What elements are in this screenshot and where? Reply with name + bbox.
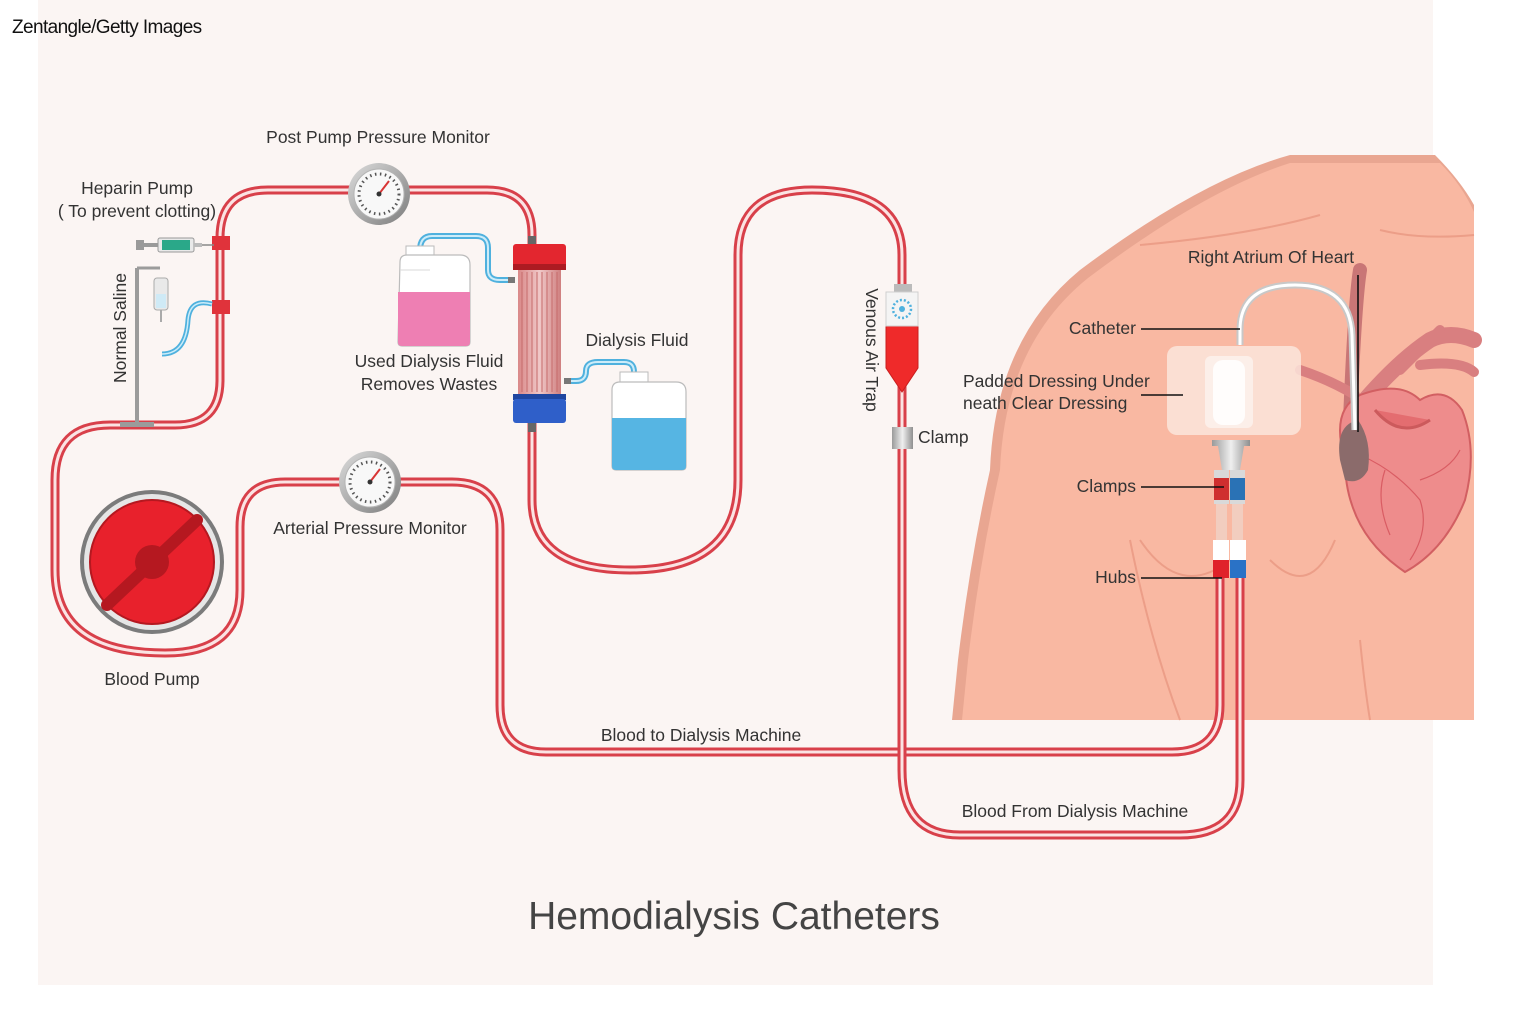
dialysate-tubing: [417, 233, 637, 384]
label-dialysis-fluid: Dialysis Fluid: [585, 330, 688, 350]
label-hubs: Hubs: [1095, 567, 1136, 587]
blood-pump: [80, 490, 224, 634]
image-credit: Zentangle/Getty Images: [12, 17, 202, 38]
label-blood-to-dialysis-machine: Blood to Dialysis Machine: [601, 725, 801, 745]
blood-tubing: [50, 185, 1245, 840]
venous-clamp: [1230, 478, 1245, 500]
label-normal-saline: Normal Saline: [110, 273, 130, 383]
label-right-atrium: Right Atrium Of Heart: [1188, 247, 1354, 267]
label-heparin-pump-purpose: ( To prevent clotting): [58, 201, 216, 221]
label-post-pump-pressure-monitor: Post Pump Pressure Monitor: [266, 127, 490, 147]
label-heparin-pump: Heparin Pump: [81, 178, 193, 198]
clear-dressing: [1167, 346, 1301, 435]
arterial-pressure-gauge: [339, 451, 401, 513]
label-clamps: Clamps: [1077, 476, 1137, 496]
heparin-syringe: [136, 237, 214, 253]
used-dialysis-fluid-jug: [397, 245, 471, 347]
venous-air-trap: [885, 284, 919, 393]
label-clamp: Clamp: [918, 427, 969, 447]
label-arterial-pressure-monitor: Arterial Pressure Monitor: [273, 518, 467, 538]
leader-lines: [1141, 275, 1359, 579]
heart: [1339, 387, 1472, 574]
catheter-hub-assembly: [1212, 440, 1250, 578]
label-used-dialysis-fluid: Used Dialysis Fluid: [355, 351, 504, 371]
saline-iv-stand: [120, 266, 213, 427]
label-blood-pump: Blood Pump: [104, 669, 199, 689]
venous-line-clamp: [892, 427, 913, 449]
label-venous-air-trap: Venous Air Trap: [862, 288, 882, 412]
patient-torso: [952, 155, 1475, 721]
label-removes-wastes: Removes Wastes: [361, 374, 498, 394]
dialysis-fluid-jug: [611, 371, 687, 471]
label-blood-from-dialysis-machine: Blood From Dialysis Machine: [962, 801, 1189, 821]
post-pump-pressure-gauge: [348, 163, 410, 225]
label-catheter: Catheter: [1069, 318, 1136, 338]
label-padded-dressing: Padded Dressing Under: [963, 371, 1150, 391]
label-clear-dressing: neath Clear Dressing: [963, 393, 1127, 413]
dialyzer-filter: [508, 236, 571, 432]
arterial-clamp: [1214, 478, 1229, 500]
diagram-title: Hemodialysis Catheters: [528, 895, 940, 938]
